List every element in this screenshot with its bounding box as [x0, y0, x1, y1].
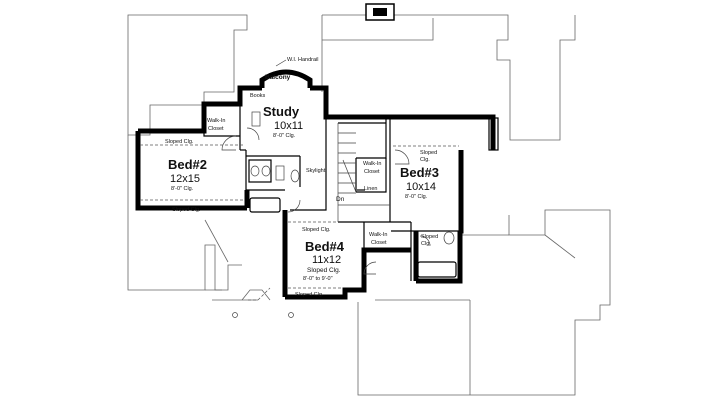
chimney-icon [365, 3, 395, 21]
balcony-label: Balcony [265, 74, 291, 81]
bay-window [488, 117, 499, 151]
study-size: 10x11 [274, 120, 303, 132]
sloped-clg-4-line1: Sloped [420, 150, 437, 156]
walk-in-closet-2-line2: Closet [364, 169, 380, 175]
walk-in-closet-1-line1: Walk-In [207, 118, 225, 124]
bed2-ceiling: 8'-0" Clg. [171, 186, 194, 192]
bed3-size: 10x14 [406, 181, 436, 193]
staircase [337, 123, 390, 222]
walk-in-closet-3-line2: Closet [371, 240, 387, 246]
sloped-clg-4-line2: Clg. [420, 157, 430, 163]
linen-label: Linen [364, 186, 377, 192]
bed2-name: Bed#2 [168, 157, 207, 172]
bed4-ceiling-range: 8'-0" to 9'-0" [303, 276, 333, 282]
skylight-label: Skylight [306, 168, 326, 174]
porch-outline [232, 289, 294, 318]
study-ceiling: 8'-0" Clg. [273, 133, 296, 139]
walk-in-closet-2-line1: Walk-In [363, 161, 381, 167]
bed3-ceiling: 8'-0" Clg. [405, 194, 428, 200]
sloped-clg-1: Sloped Clg. [165, 139, 194, 145]
bed4-name: Bed#4 [305, 239, 345, 254]
roof-outline [127, 14, 611, 396]
sloped-clg-5-line2: Clg. [421, 241, 431, 247]
door-swings [221, 127, 431, 275]
handrail-label: W.I. Handrail [287, 57, 318, 63]
interior-walls [203, 104, 461, 281]
bath-fixtures [248, 111, 457, 278]
bed2-size: 12x15 [170, 173, 200, 185]
sloped-ceiling-lines [140, 144, 459, 301]
study-name: Study [263, 104, 300, 119]
sloped-clg-3: Sloped Clg. [302, 227, 331, 233]
bed4-size: 11x12 [312, 254, 341, 266]
exterior-walls [135, 69, 496, 300]
down-label: Dn [336, 196, 345, 203]
sloped-clg-5-line1: Sloped [421, 234, 438, 240]
walk-in-closet-1-line2: Closet [208, 126, 224, 132]
bed4-ceiling: Sloped Clg. [307, 267, 341, 274]
handrail-leader [275, 59, 287, 67]
sloped-clg-2: Sloped Clg. [172, 207, 201, 213]
books-label: Books [250, 93, 266, 99]
sloped-clg-6: Sloped Clg. [295, 292, 324, 298]
bed3-name: Bed#3 [400, 165, 439, 180]
walk-in-closet-3-line1: Walk-In [369, 232, 387, 238]
